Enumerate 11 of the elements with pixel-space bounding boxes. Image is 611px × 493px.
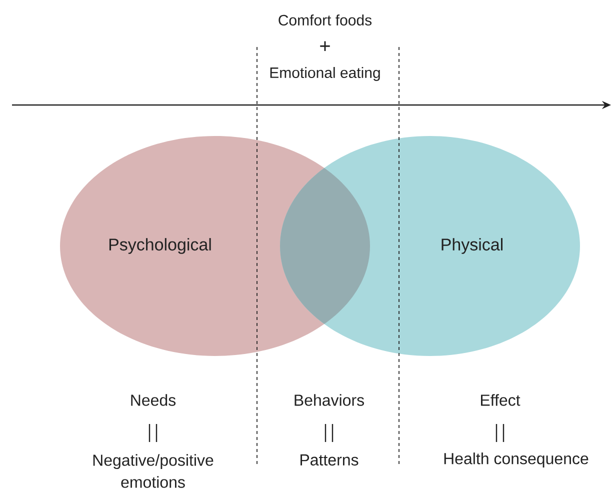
- label-text: Emotional eating: [270, 67, 380, 81]
- venn-circle-label: Physical: [442, 238, 502, 254]
- label-text: Comfort foods: [278, 14, 372, 26]
- label-text: Needs: [131, 394, 176, 406]
- label-text: Negative/positive emotions: [93, 454, 214, 488]
- label-text: Effect: [481, 394, 520, 406]
- venn-circle-label: Psychological: [109, 238, 211, 254]
- label-text: Patterns: [300, 454, 358, 466]
- label-text: +: [320, 41, 330, 52]
- label-text: Behaviors: [294, 394, 364, 406]
- label-text: Health consequence: [444, 452, 588, 468]
